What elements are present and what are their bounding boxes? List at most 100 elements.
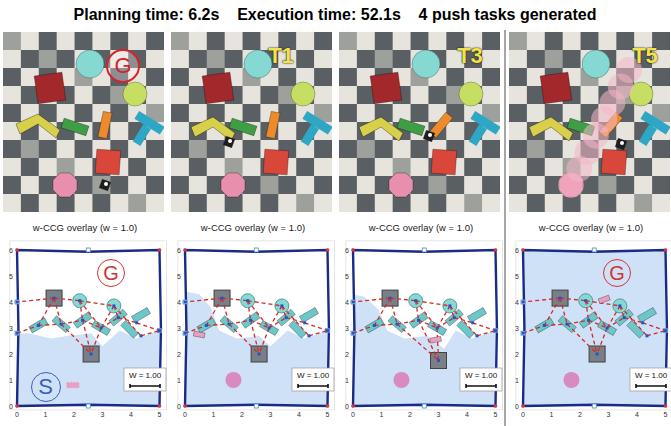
floor-tile bbox=[652, 158, 670, 177]
dark-red-block bbox=[34, 72, 66, 104]
cyan-circle bbox=[275, 299, 289, 313]
pink-object bbox=[67, 383, 79, 388]
floor-tile bbox=[128, 32, 146, 51]
corner-marker bbox=[664, 248, 668, 252]
ccg-edge bbox=[353, 298, 390, 302]
floor-tile bbox=[146, 194, 164, 212]
boundary-marker bbox=[422, 248, 426, 252]
tick-label: 4 bbox=[129, 411, 133, 418]
floor-tile bbox=[509, 140, 527, 159]
cyan-t-block bbox=[460, 111, 500, 151]
floor-tile bbox=[21, 194, 39, 212]
graph-vertex bbox=[373, 324, 376, 327]
floor-tile bbox=[464, 176, 482, 195]
floor-tile bbox=[509, 176, 527, 195]
yellow-l-block bbox=[359, 117, 403, 141]
floor-tile bbox=[527, 140, 545, 159]
cyan-circle bbox=[409, 294, 423, 308]
floor-tile bbox=[527, 104, 545, 123]
green-bar bbox=[61, 118, 89, 136]
floor-tile bbox=[92, 194, 110, 212]
floor-tile bbox=[527, 50, 545, 69]
ccg-edge bbox=[229, 320, 250, 324]
corner-marker bbox=[521, 404, 525, 408]
ccg-edge bbox=[54, 298, 80, 301]
corner-marker bbox=[494, 404, 498, 408]
floor-tile bbox=[128, 158, 146, 177]
tick-label: 2 bbox=[9, 351, 13, 358]
robot bbox=[615, 138, 627, 150]
graph-vertex bbox=[158, 329, 161, 332]
tick-label: 6 bbox=[177, 247, 181, 254]
floor-tile bbox=[357, 50, 375, 69]
floor-tile bbox=[581, 32, 599, 51]
marker-letter: G bbox=[609, 263, 625, 283]
floor-tile bbox=[527, 32, 545, 51]
floor-tile bbox=[75, 158, 93, 177]
task-label: T5 bbox=[632, 45, 658, 67]
graph-vertex bbox=[645, 334, 648, 337]
scale-bar bbox=[636, 384, 666, 388]
cyan-bar bbox=[29, 318, 48, 333]
floor-tile bbox=[482, 194, 500, 212]
ccg-edge bbox=[137, 323, 160, 331]
ccg-edge bbox=[589, 320, 608, 328]
floor-tile bbox=[314, 194, 332, 212]
floor-tile bbox=[339, 68, 357, 87]
floor-tile bbox=[339, 176, 357, 195]
floor-tile bbox=[581, 86, 599, 105]
ccg-edge bbox=[61, 320, 82, 324]
floor-tile bbox=[339, 158, 357, 177]
robot-marker bbox=[428, 133, 432, 137]
cyan-cylinder bbox=[244, 50, 272, 78]
orange-bar bbox=[98, 111, 112, 138]
floor-tile bbox=[189, 50, 207, 69]
floor-tile bbox=[146, 50, 164, 69]
graph-vertex bbox=[280, 304, 283, 307]
ccg-edge bbox=[647, 331, 666, 336]
scale-box bbox=[630, 368, 671, 391]
plot bbox=[178, 241, 335, 410]
ccg-edge bbox=[286, 318, 305, 323]
floor-tile bbox=[146, 158, 164, 177]
floor-tile bbox=[110, 104, 128, 123]
boundary-marker bbox=[183, 331, 187, 335]
boundary-marker bbox=[158, 329, 162, 333]
tick-label: 4 bbox=[177, 299, 181, 306]
robot-marker bbox=[228, 139, 232, 143]
yellow-l-block bbox=[529, 117, 573, 141]
floor-tile bbox=[21, 140, 39, 159]
floor-tile bbox=[278, 176, 296, 195]
tick-label: 1 bbox=[44, 411, 48, 418]
graph-vertex bbox=[307, 334, 310, 337]
ccg-edge bbox=[80, 301, 114, 306]
green-bar bbox=[397, 118, 425, 136]
floor-tile bbox=[3, 68, 21, 87]
marker-letter: G bbox=[114, 55, 131, 77]
graph-vertex bbox=[184, 301, 187, 304]
floor-tile bbox=[482, 158, 500, 177]
floor-tile bbox=[110, 32, 128, 51]
corner-marker bbox=[351, 248, 355, 252]
ccg-edge bbox=[282, 306, 309, 336]
corner-marker bbox=[158, 248, 162, 252]
tick-label: 3 bbox=[101, 411, 105, 418]
floor-tile bbox=[296, 32, 314, 51]
ccg-edge bbox=[597, 328, 607, 354]
graph-vertex bbox=[352, 301, 355, 304]
corner-marker bbox=[15, 404, 19, 408]
floor-tile bbox=[598, 32, 616, 51]
floor-tile bbox=[260, 194, 278, 212]
boundary-marker bbox=[351, 300, 355, 304]
floor-tile bbox=[171, 158, 189, 177]
floor-tile bbox=[393, 140, 411, 159]
floor-tile bbox=[57, 140, 75, 159]
graph-vertex bbox=[414, 299, 417, 302]
ccg-edge bbox=[91, 328, 101, 354]
tick-label: 0 bbox=[351, 411, 355, 418]
floor-tile bbox=[146, 86, 164, 105]
cyan-cylinder bbox=[412, 50, 440, 78]
floor-tile bbox=[39, 32, 57, 51]
graph-vertex bbox=[81, 319, 84, 322]
floor-tile bbox=[428, 194, 446, 212]
